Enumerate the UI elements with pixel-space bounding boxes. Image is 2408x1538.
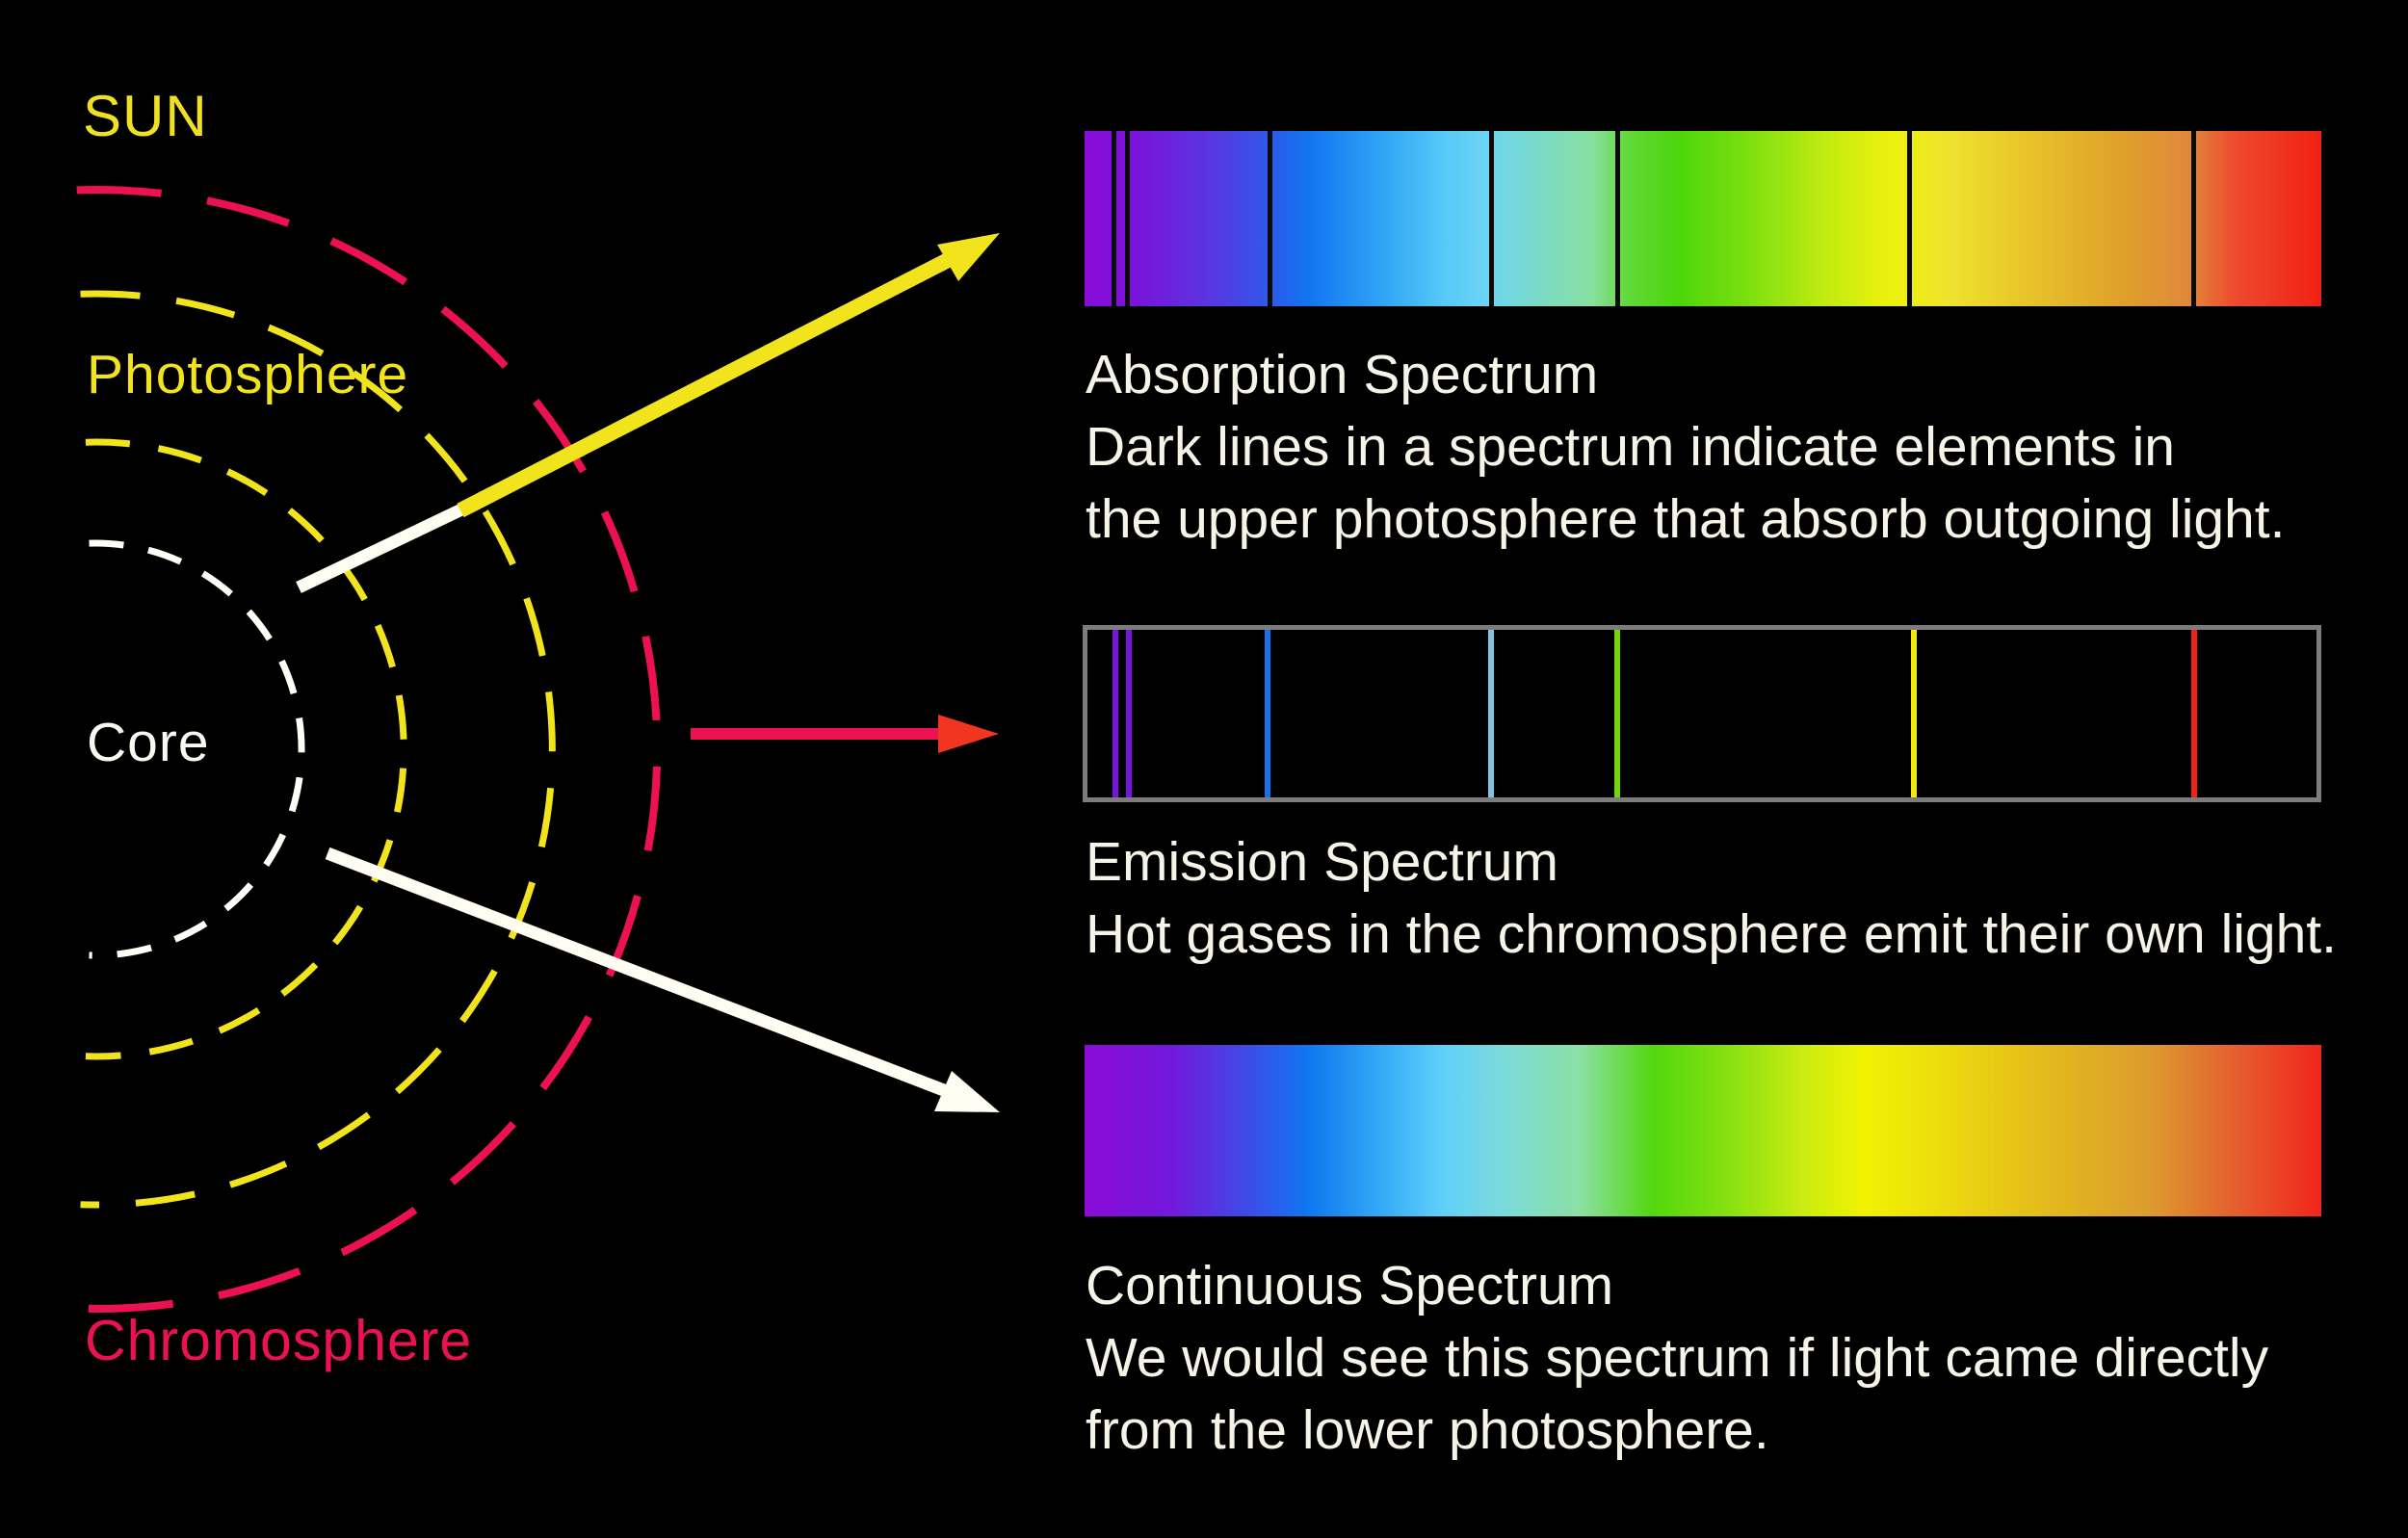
emission-arrow xyxy=(691,715,999,753)
absorption-dark-line xyxy=(1488,131,1494,306)
core-label: Core xyxy=(87,712,210,773)
emission-desc-line1: Hot gases in the chromosphere emit their… xyxy=(1086,903,2337,965)
continuous-desc-line1: We would see this spectrum if light came… xyxy=(1086,1327,2269,1389)
absorption-title: Absorption Spectrum xyxy=(1086,344,1599,405)
absorption-dark-line xyxy=(1112,131,1117,306)
emission-line xyxy=(1112,630,1118,797)
core-boundary-arc xyxy=(89,539,305,959)
photosphere-inner-arc xyxy=(85,438,407,1060)
absorption-spectrum-band xyxy=(1085,131,2321,306)
emission-spectrum-caption: Emission Spectrum Hot gases in the chrom… xyxy=(1086,826,2337,971)
emission-line xyxy=(1910,630,1917,797)
emission-spectrum-band xyxy=(1083,625,2321,802)
emission-title: Emission Spectrum xyxy=(1086,831,1558,893)
emission-line xyxy=(1487,630,1494,797)
emission-line xyxy=(2190,630,2197,797)
absorption-desc-line1: Dark lines in a spectrum indicate elemen… xyxy=(1086,416,2176,478)
absorption-dark-line xyxy=(2191,131,2197,306)
chromosphere-label: Chromosphere xyxy=(85,1309,473,1372)
absorption-dark-line xyxy=(1906,131,1912,306)
absorption-dark-line xyxy=(1614,131,1620,306)
photosphere-outer-arc xyxy=(80,290,556,1209)
sun-title-label: SUN xyxy=(83,84,208,148)
absorption-dark-line xyxy=(1125,131,1131,306)
absorption-dark-line xyxy=(1268,131,1273,306)
photosphere-label: Photosphere xyxy=(87,344,409,405)
emission-line xyxy=(1614,630,1621,797)
absorption-arrow xyxy=(296,233,1000,593)
absorption-arrow-white-segment xyxy=(296,496,481,593)
emission-line xyxy=(1125,630,1132,797)
emission-line xyxy=(1264,630,1270,797)
absorption-desc-line2: the upper photosphere that absorb outgoi… xyxy=(1086,488,2286,550)
continuous-arrow-shaft xyxy=(325,847,952,1099)
continuous-spectrum-caption: Continuous Spectrum We would see this sp… xyxy=(1086,1250,2268,1467)
continuous-spectrum-band xyxy=(1085,1045,2321,1216)
continuous-desc-line2: from the lower photosphere. xyxy=(1086,1399,1769,1461)
absorption-spectrum-caption: Absorption Spectrum Dark lines in a spec… xyxy=(1086,339,2285,556)
emission-arrowhead-icon xyxy=(938,715,999,753)
continuous-title: Continuous Spectrum xyxy=(1086,1255,1614,1316)
absorption-arrow-shaft xyxy=(457,248,959,518)
chromosphere-arc xyxy=(76,186,662,1313)
continuous-arrow xyxy=(325,847,1000,1112)
absorption-arrowhead-icon xyxy=(937,233,1000,281)
continuous-arrowhead-icon xyxy=(934,1071,1000,1112)
